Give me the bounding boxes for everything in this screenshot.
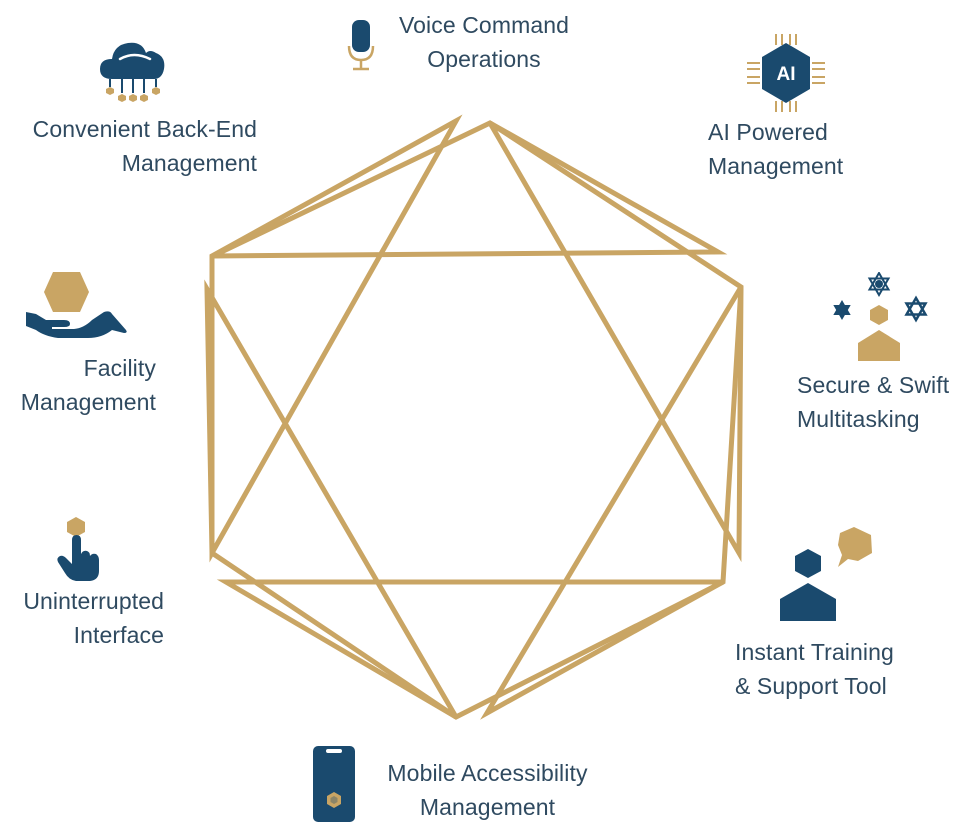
- feature-label-mobile: Mobile Accessibility Management: [387, 760, 588, 820]
- triangle-left: [204, 279, 459, 720]
- hand-hexagon-icon: [24, 270, 132, 340]
- feature-label-ai: AI Powered Management: [708, 119, 844, 179]
- user-chat-icon: [776, 525, 876, 623]
- cloud-network-icon: [98, 37, 168, 105]
- user-stars-icon: [828, 270, 932, 362]
- pointing-hand-icon: [56, 516, 106, 582]
- feature-label-backend: Convenient Back-End Management: [32, 116, 257, 176]
- mobile-phone-icon: [312, 745, 356, 823]
- ai-chip-text: AI: [777, 64, 796, 85]
- triangle-bottom-right: [480, 285, 744, 720]
- feature-label-secure: Secure & Swift Multitasking: [797, 372, 950, 432]
- triangle-bottom-left: [216, 579, 725, 720]
- feature-label-voice: Voice Command Operations: [398, 12, 570, 72]
- feature-label-facility: Facility Management: [20, 355, 156, 415]
- feature-label-training: Instant Training & Support Tool: [735, 639, 894, 699]
- triangle-right: [487, 120, 744, 563]
- microphone-icon: [346, 18, 376, 72]
- triangle-top-right: [211, 120, 728, 259]
- ai-chip-icon: AI: [746, 33, 826, 113]
- triangle-top-left: [209, 114, 463, 563]
- feature-label-interface: Uninterrupted Interface: [23, 588, 164, 648]
